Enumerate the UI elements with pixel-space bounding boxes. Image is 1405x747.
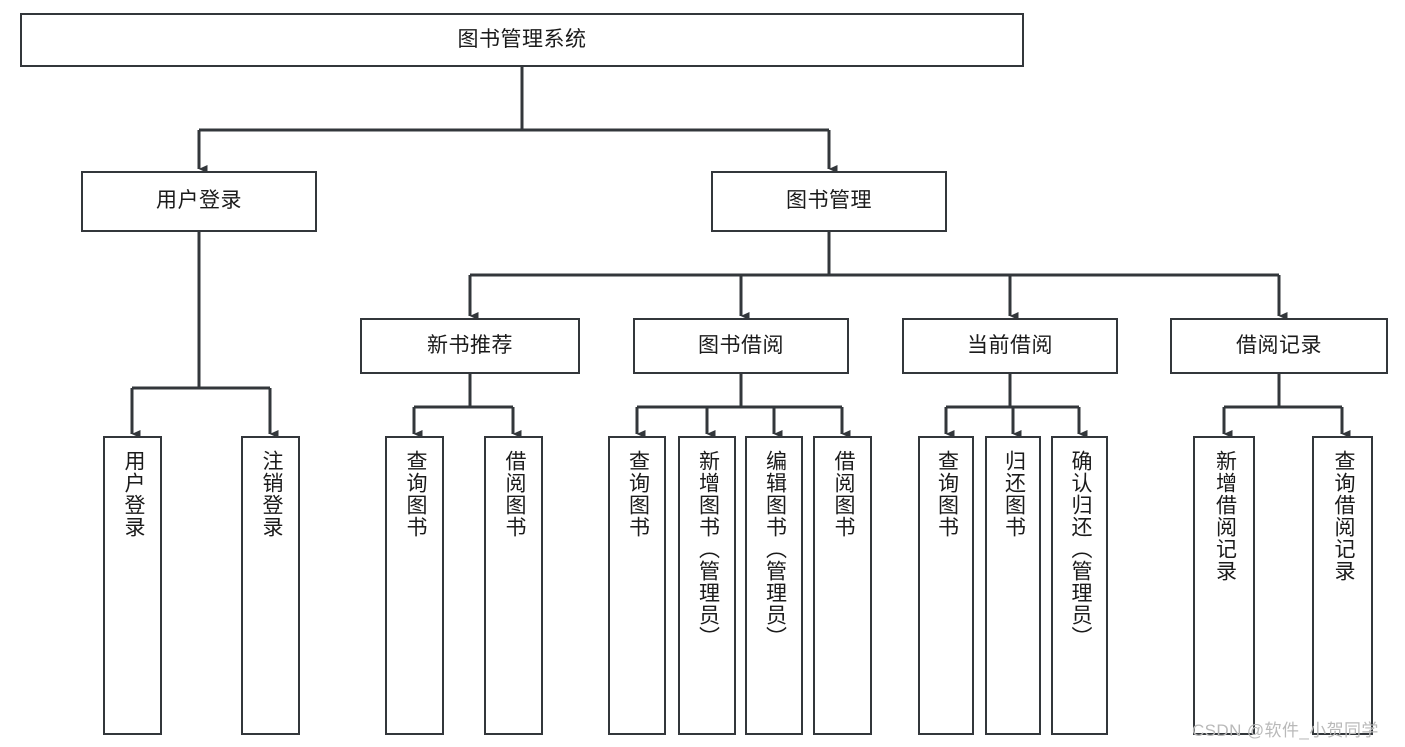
csdn-watermark: CSDN @软件_小贺同学 [1192,721,1379,740]
connector-lines [130,67,1351,438]
node-book-management[interactable]: 图书管理 [711,171,947,232]
node-leaf-borrow-book-2[interactable]: 借阅图书 [813,436,872,735]
node-label: 编辑图书（管理员） [763,450,787,648]
node-label: 查询图书 [403,450,427,538]
node-leaf-query-borrow-record[interactable]: 查询借阅记录 [1312,436,1373,735]
node-current-borrow[interactable]: 当前借阅 [902,318,1118,374]
node-label: 确认归还（管理员） [1068,450,1092,648]
node-book-borrow[interactable]: 图书借阅 [633,318,849,374]
node-label: 归还图书 [1002,450,1026,538]
node-label: 借阅图书 [831,450,855,538]
node-borrow-record[interactable]: 借阅记录 [1170,318,1388,374]
node-leaf-borrow-book-1[interactable]: 借阅图书 [484,436,543,735]
node-label: 借阅图书 [502,450,526,538]
node-label: 图书管理 [786,189,872,213]
node-new-book-recommend[interactable]: 新书推荐 [360,318,580,374]
node-leaf-add-borrow-record[interactable]: 新增借阅记录 [1193,436,1255,735]
node-leaf-user-login[interactable]: 用户登录 [103,436,162,735]
node-label: 借阅记录 [1236,333,1322,357]
node-leaf-logout[interactable]: 注销登录 [241,436,300,735]
node-label: 图书管理系统 [457,27,587,51]
node-leaf-edit-book[interactable]: 编辑图书（管理员） [745,436,803,735]
node-leaf-return-book[interactable]: 归还图书 [985,436,1041,735]
node-user-login[interactable]: 用户登录 [81,171,317,232]
node-label: 新增借阅记录 [1213,450,1237,582]
node-label: 用户登录 [121,450,145,538]
node-label: 新书推荐 [427,333,513,357]
node-leaf-query-book-2[interactable]: 查询图书 [608,436,666,735]
node-label: 新增图书（管理员） [696,450,720,648]
node-leaf-query-book-3[interactable]: 查询图书 [918,436,974,735]
node-label: 查询图书 [626,450,650,538]
node-root-book-management-system[interactable]: 图书管理系统 [20,13,1024,67]
node-leaf-add-book[interactable]: 新增图书（管理员） [678,436,736,735]
node-label: 当前借阅 [967,333,1053,357]
node-label: 图书借阅 [698,333,784,357]
node-label: 用户登录 [156,189,242,213]
node-label: 查询图书 [935,450,959,538]
node-leaf-query-book-1[interactable]: 查询图书 [385,436,444,735]
node-label: 注销登录 [259,450,283,538]
node-leaf-confirm-return[interactable]: 确认归还（管理员） [1051,436,1108,735]
node-label: 查询借阅记录 [1331,450,1355,582]
